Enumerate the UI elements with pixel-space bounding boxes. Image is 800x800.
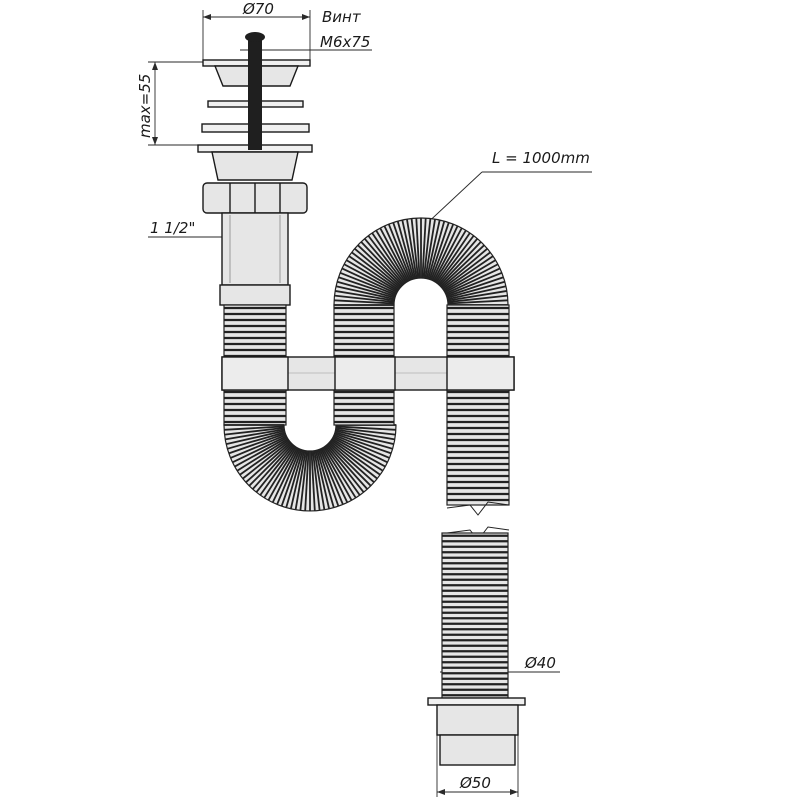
top-diameter-label: Ø70	[242, 0, 274, 18]
hose-segment-lower	[441, 532, 509, 699]
screw-size-label: M6x75	[320, 33, 370, 51]
break-mark	[446, 501, 510, 516]
screw-word-label: Винт	[322, 8, 362, 26]
drain-strainer-assembly	[197, 32, 313, 306]
screw-head-icon	[245, 32, 265, 42]
hose-clamp-bar	[221, 356, 515, 391]
screw-bolt	[248, 38, 262, 150]
labels: Ø70 Винт M6x75 max=55 1 1/2" L = 1000mm …	[136, 0, 590, 792]
outlet-fitting	[427, 697, 526, 766]
hose-diameter-label: Ø40	[524, 654, 556, 672]
hose-length-label: L = 1000mm	[492, 149, 590, 167]
outlet-diameter-label: Ø50	[459, 774, 491, 792]
thread-size-label: 1 1/2"	[150, 219, 195, 237]
max-height-label: max=55	[136, 74, 154, 138]
